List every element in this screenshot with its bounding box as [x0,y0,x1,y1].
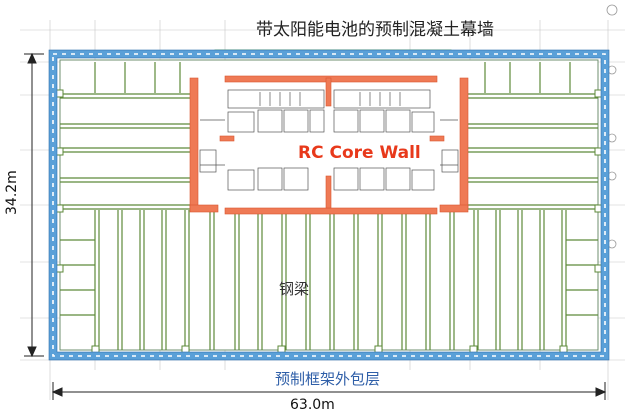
precast-frame-cladding [48,49,610,361]
dimension-height [24,52,44,358]
steel-beams [60,62,598,350]
height-dimension-label: 34.2m [4,170,20,215]
core-wall-label: RC Core Wall [298,143,421,163]
grid-bubbles [606,4,618,249]
dimension-width [51,382,607,400]
cladding-label: 预制框架外包层 [275,370,381,388]
core-interior [199,89,459,191]
curtain-wall-label: 带太阳能电池的预制混凝土幕墙 [256,20,494,40]
steel-beam-label: 钢梁 [279,280,310,298]
rc-core-wall [189,75,469,215]
width-dimension-label: 63.0m [290,397,335,413]
